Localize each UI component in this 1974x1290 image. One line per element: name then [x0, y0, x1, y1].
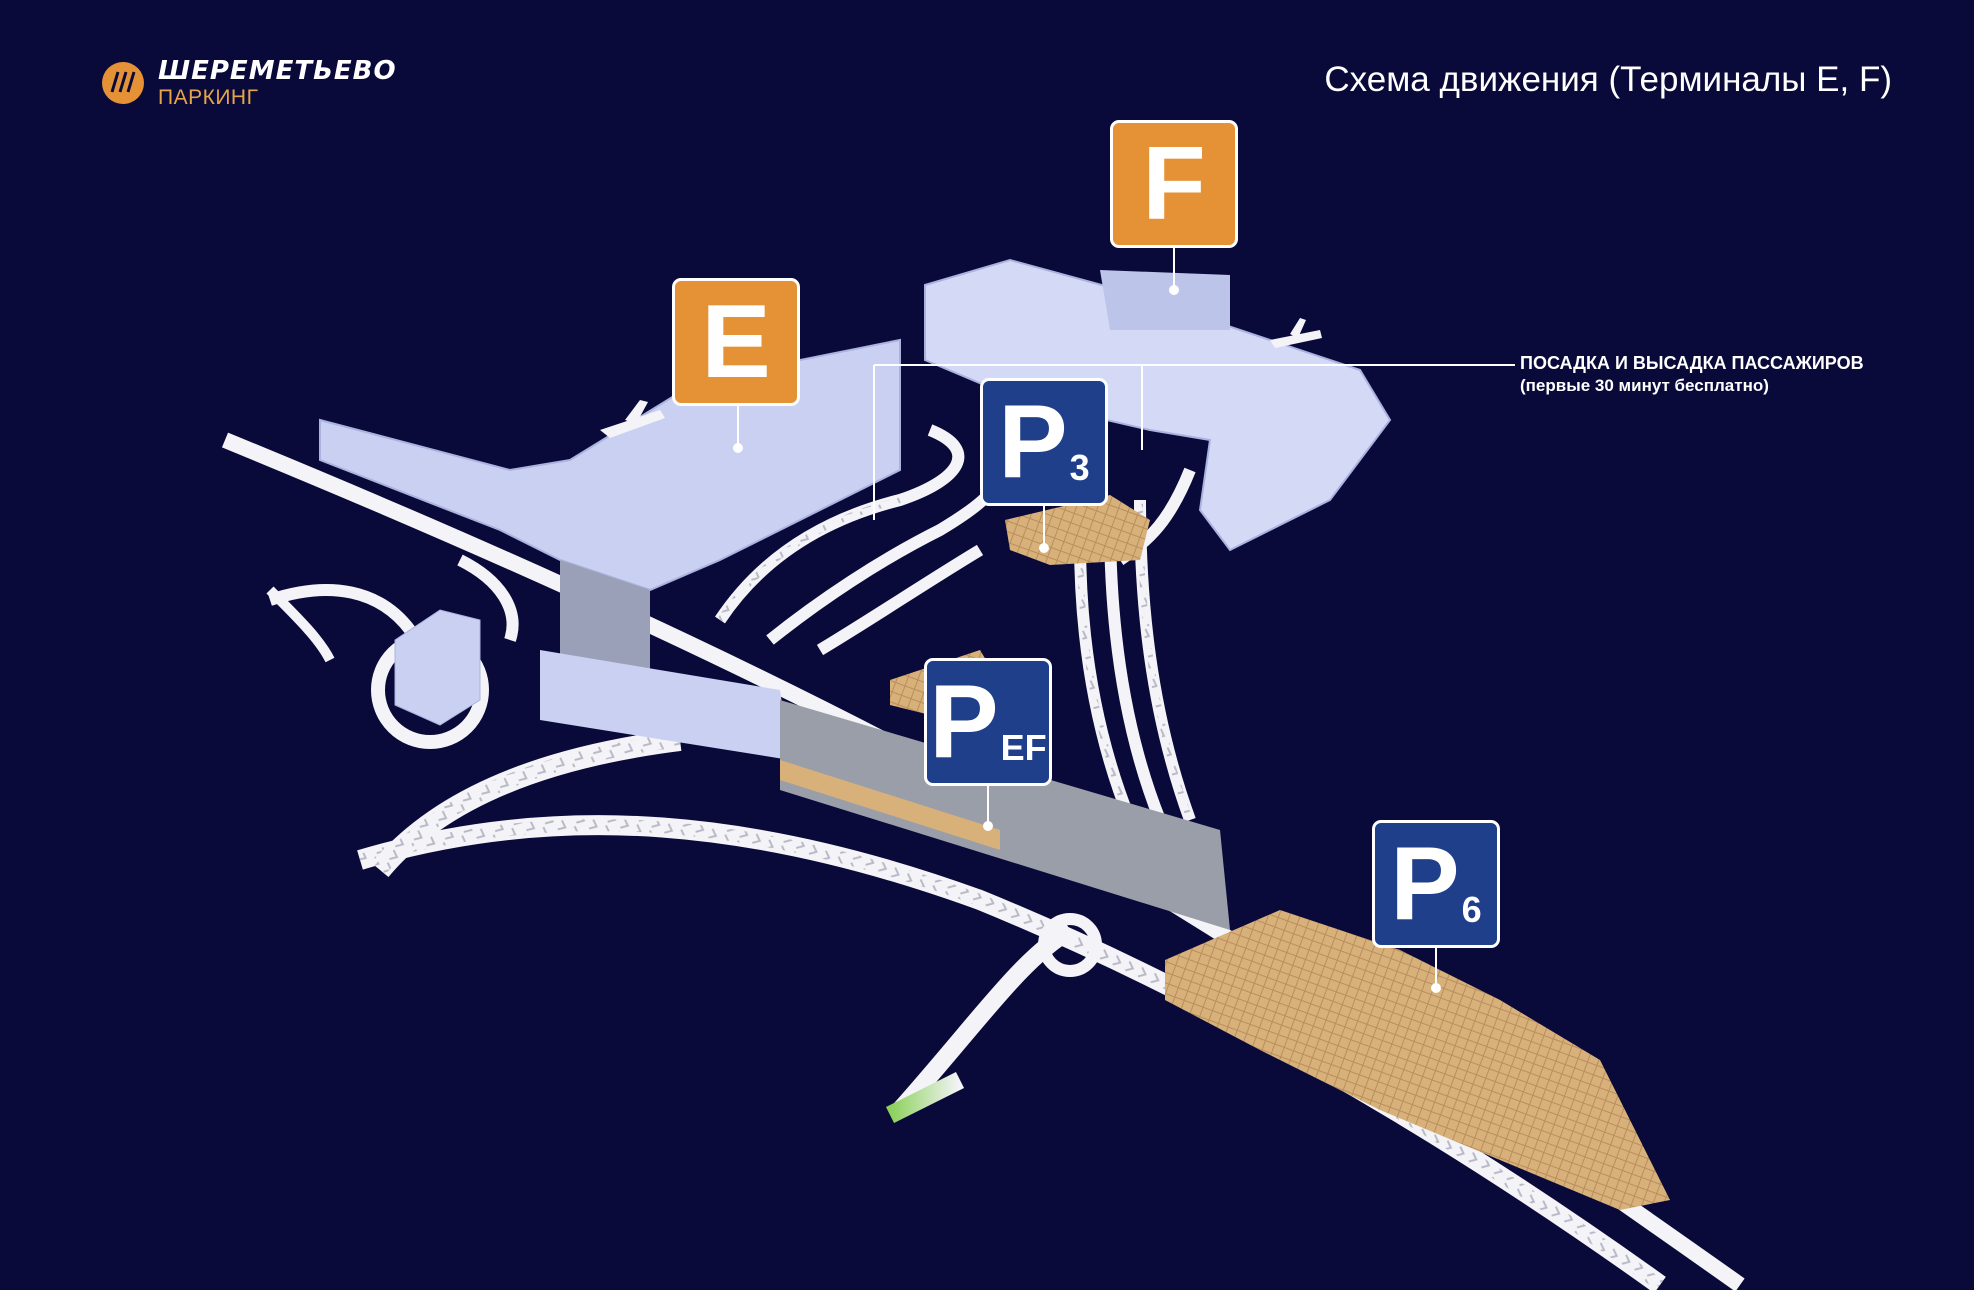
terminal-e-sign[interactable]: E	[672, 278, 800, 406]
logo-subtitle: ПАРКИНГ	[158, 86, 259, 109]
sheremetyevo-logo-icon	[102, 62, 144, 104]
hotel-building	[394, 609, 481, 726]
parking-p3-letter: P	[998, 384, 1068, 500]
airplane-icons	[600, 318, 1322, 438]
dropoff-annotation: ПОСАДКА И ВЫСАДКА ПАССАЖИРОВ (первые 30 …	[1520, 352, 1864, 397]
roundabouts	[266, 554, 1102, 977]
parking-pef-number: EF	[1000, 727, 1047, 768]
sheremetyevo-parking-logo: ШЕРЕМЕТЬЕВО ПАРКИНГ	[100, 58, 397, 108]
aeroexpress-station	[780, 700, 1230, 930]
parking-p6-sign[interactable]: P 6	[1372, 820, 1500, 948]
dropoff-note: (первые 30 минут бесплатно)	[1520, 376, 1769, 396]
terminal-f-sign[interactable]: F	[1110, 120, 1238, 248]
page-title: Схема движения (Терминалы E, F)	[1324, 60, 1892, 99]
parking-p6-number: 6	[1461, 889, 1482, 930]
terminal-e-label: E	[701, 283, 771, 400]
terminal-f-building	[924, 258, 1392, 552]
pointer-lines	[733, 246, 1515, 993]
parking-pef-sign[interactable]: P EF	[924, 658, 1052, 786]
parking-pef-letter: P	[929, 664, 999, 780]
parking-p3-sign[interactable]: P 3	[980, 378, 1108, 506]
parking-p6-letter: P	[1390, 826, 1460, 942]
terminal-f-label: F	[1142, 125, 1206, 242]
logo-brand: ШЕРЕМЕТЬЕВО	[158, 56, 397, 86]
parking-p3-number: 3	[1069, 447, 1090, 488]
dropoff-title: ПОСАДКА И ВЫСАДКА ПАССАЖИРОВ	[1520, 353, 1864, 373]
